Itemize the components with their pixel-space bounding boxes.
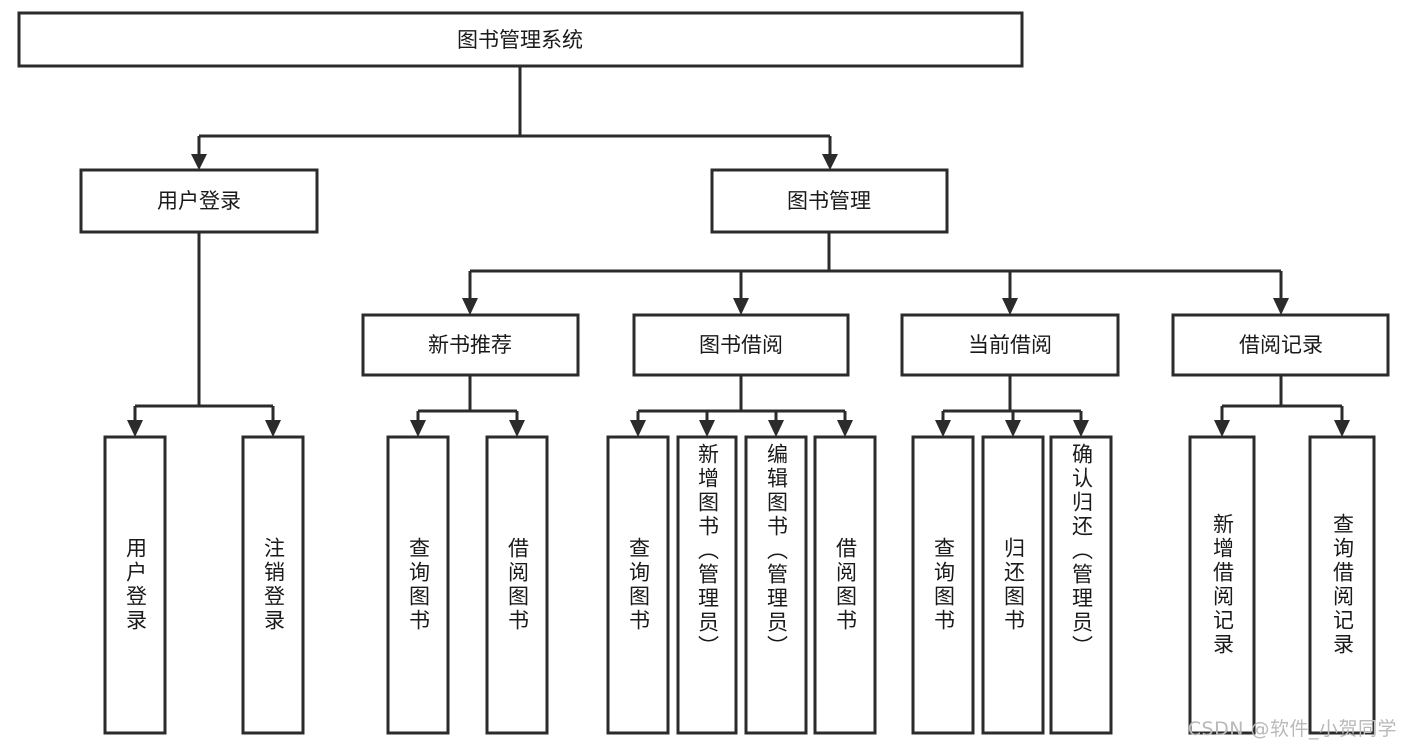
node-book-borrow[interactable]: 图书借阅 <box>632 313 850 377</box>
node-new-book-recommend-box[interactable] <box>361 313 580 377</box>
arrowhead-book-mgmt <box>822 154 838 170</box>
arrowhead-leaf-logout <box>265 420 281 437</box>
node-root-label: 图书管理系统 <box>457 28 583 52</box>
node-new-book-recommend-label: 新书推荐 <box>428 333 512 357</box>
arrowhead-br-leaf2 <box>1334 420 1350 437</box>
arrowhead-cb-leaf1 <box>935 420 951 437</box>
arrowhead-bb-leaf1 <box>630 420 646 437</box>
leaf-box-confirm-return-admin[interactable] <box>1049 435 1113 735</box>
leaf-box-return-book[interactable] <box>981 435 1045 735</box>
arrowhead-br-leaf1 <box>1214 420 1230 437</box>
arrowhead-nbr-leaf1 <box>410 420 426 437</box>
leaf-box-add-book-admin[interactable] <box>676 435 738 735</box>
node-borrow-record-label: 借阅记录 <box>1239 333 1323 357</box>
arrowhead-bb-leaf4 <box>837 420 853 437</box>
node-borrow-record-box[interactable] <box>1171 313 1390 377</box>
node-current-borrow[interactable]: 当前借阅 <box>900 313 1120 377</box>
node-user-login-label: 用户登录 <box>157 189 241 213</box>
leaf-box-query-book-1[interactable] <box>386 435 450 735</box>
node-book-borrow-label: 图书借阅 <box>699 333 783 357</box>
node-book-management-label: 图书管理 <box>787 189 871 213</box>
node-book-management-box[interactable] <box>710 168 949 234</box>
node-new-book-recommend[interactable]: 新书推荐 <box>361 313 580 377</box>
leaf-box-edit-book-admin[interactable] <box>744 435 808 735</box>
leaf-box-borrow-book-1[interactable] <box>485 435 549 735</box>
arrowhead-cb-leaf2 <box>1005 420 1021 437</box>
leaf-box-add-borrow-record[interactable] <box>1188 435 1256 735</box>
node-root-box[interactable] <box>17 11 1024 68</box>
arrowhead-user-login <box>191 154 207 170</box>
node-root[interactable]: 图书管理系统 <box>17 11 1024 68</box>
leaf-box-query-book-3[interactable] <box>911 435 975 735</box>
leaf-box-user-login[interactable] <box>103 435 167 735</box>
node-book-borrow-box[interactable] <box>632 313 850 377</box>
leaf-box-query-borrow-record[interactable] <box>1308 435 1376 735</box>
leaf-box-query-book-2[interactable] <box>606 435 670 735</box>
arrowhead-new-book-rec <box>462 298 478 315</box>
arrowhead-leaf-user-login <box>127 420 143 437</box>
arrowhead-nbr-leaf2 <box>509 420 525 437</box>
leaf-box-borrow-book-2[interactable] <box>813 435 877 735</box>
arrowhead-bb-leaf3 <box>768 420 784 437</box>
node-current-borrow-box[interactable] <box>900 313 1120 377</box>
arrowhead-cb-leaf3 <box>1073 420 1089 437</box>
arrowhead-borrow-record <box>1273 298 1289 315</box>
watermark: CSDN @软件_小贺同学 <box>1187 718 1397 740</box>
node-borrow-record[interactable]: 借阅记录 <box>1171 313 1390 377</box>
node-user-login[interactable]: 用户登录 <box>79 168 319 234</box>
node-current-borrow-label: 当前借阅 <box>968 333 1052 357</box>
leaf-box-logout[interactable] <box>241 435 305 735</box>
node-book-management[interactable]: 图书管理 <box>710 168 949 234</box>
arrowhead-book-borrow <box>733 298 749 315</box>
arrowhead-current-borrow <box>1002 298 1018 315</box>
arrowhead-bb-leaf2 <box>699 420 715 437</box>
